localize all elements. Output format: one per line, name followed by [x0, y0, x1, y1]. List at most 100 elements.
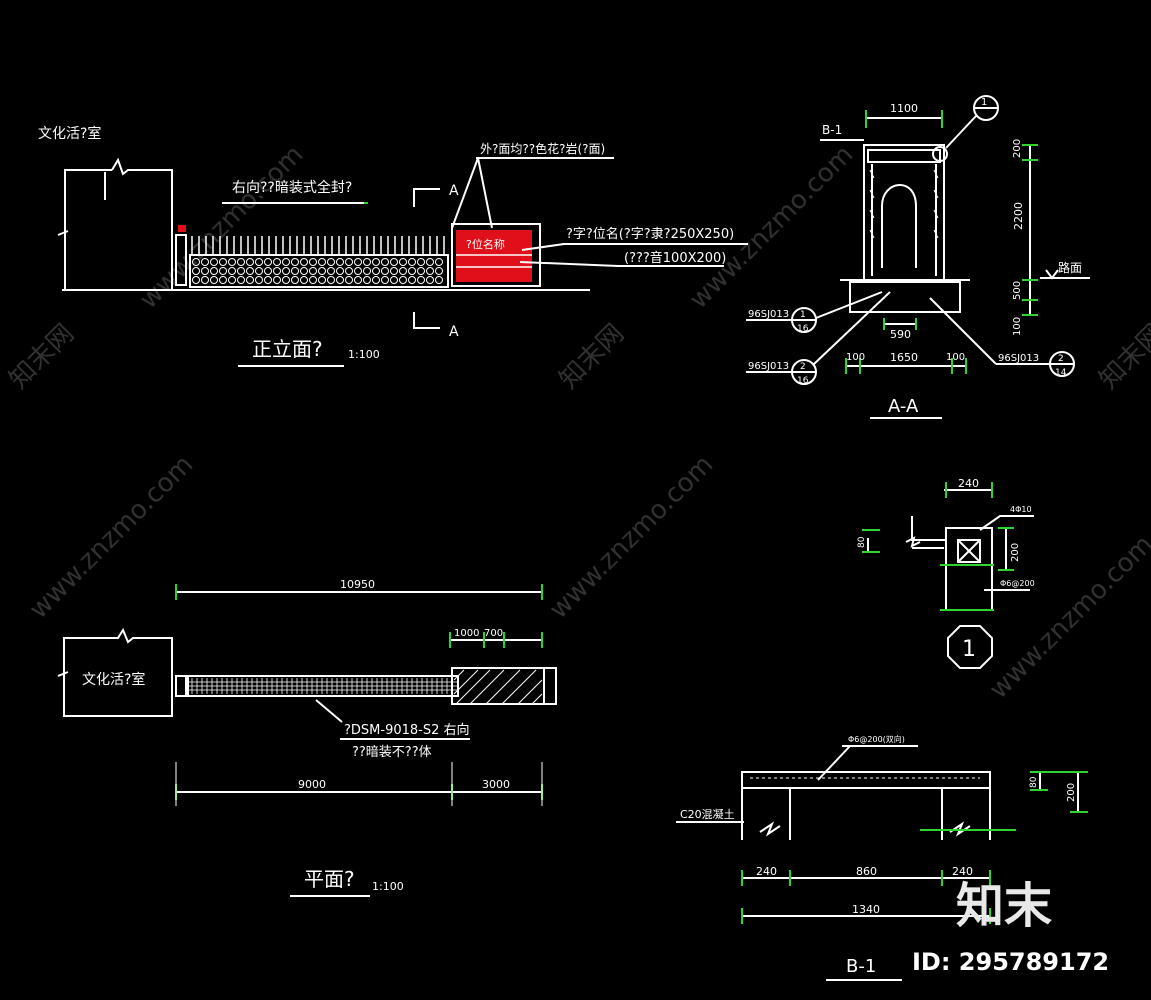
railing-ring — [354, 267, 362, 275]
section-aa: 1100 B-1 1 200 2200 500 100 路面 590 100 1 — [746, 95, 1090, 419]
railing-ring — [201, 276, 209, 284]
aa-dim-right-ticks — [1022, 144, 1038, 316]
aa-dim-1650: 1650 — [890, 351, 918, 364]
railing-ring — [273, 267, 281, 275]
railing-ring — [408, 258, 416, 266]
plan-view: 10950 1000 700 文化活?室 ?DSM-9018-S2 右向 ??暗… — [57, 578, 557, 897]
railing-ring — [318, 276, 326, 284]
aa-callout-2-leader — [813, 291, 891, 365]
railing-ring — [417, 258, 425, 266]
railing-ring — [255, 276, 263, 284]
railing-ring — [327, 267, 335, 275]
railing-ring — [210, 267, 218, 275]
aa-dim-bottom-ticks — [845, 318, 967, 374]
watermark-site-cn-1: 知末网 — [4, 319, 80, 395]
elev-sign-box-text: ?位名称 — [466, 237, 505, 251]
b1-dim-240-left: 240 — [756, 865, 777, 878]
railing-ring — [300, 276, 308, 284]
plan-title: 平面? — [304, 867, 355, 891]
railing-ring — [264, 267, 272, 275]
plan-dim-total: 10950 — [340, 578, 375, 591]
plan-dim-extension — [175, 762, 543, 806]
railing-ring — [408, 276, 416, 284]
railing-ring — [336, 276, 344, 284]
plan-note-2: ??暗装不??体 — [352, 745, 432, 760]
railing-ring — [219, 276, 227, 284]
b1-dim-right-ticks — [1030, 771, 1088, 813]
railing-ring — [390, 258, 398, 266]
watermark-site-cn-2: 知末网 — [554, 319, 630, 395]
aa-callout-tr-leader — [945, 115, 977, 149]
railing-ring — [300, 258, 308, 266]
aa-label-b1: B-1 — [822, 123, 842, 137]
watermark-brand: 知末 — [956, 878, 1052, 934]
elev-break-mark — [57, 230, 69, 236]
plan-dim-1000: 1000 — [454, 628, 479, 639]
railing-ring — [390, 267, 398, 275]
plan-dim-3000: 3000 — [482, 778, 510, 791]
railing-ring — [417, 276, 425, 284]
aa-dim-590: 590 — [890, 328, 911, 341]
railing-ring — [399, 276, 407, 284]
elev-railing-post — [175, 234, 187, 286]
railing-ring — [282, 258, 290, 266]
plan-note-1: ?DSM-9018-S2 右向 — [344, 722, 470, 738]
d1-break-mark — [905, 536, 921, 548]
b1-rebar-note: Φ6@200(双向) — [848, 734, 905, 744]
railing-ring — [291, 258, 299, 266]
railing-ring — [381, 258, 389, 266]
plan-break-mark — [57, 671, 69, 677]
railing-ring — [264, 258, 272, 266]
railing-ring — [192, 258, 200, 266]
railing-ring — [264, 276, 272, 284]
plan-dim-9000: 9000 — [298, 778, 326, 791]
railing-ring — [255, 267, 263, 275]
aa-ground-symbol — [1040, 269, 1090, 280]
elev-section-mark-top — [413, 188, 440, 207]
aa-dim-top: 1100 — [890, 102, 918, 115]
elev-building-label: 文化活?室 — [38, 125, 101, 142]
aa-callout-2-top: 2 — [800, 362, 806, 372]
aa-callout-3-top: 2 — [1058, 354, 1064, 364]
b1-rebar-leader — [817, 745, 851, 781]
railing-ring — [300, 267, 308, 275]
aa-foundation — [849, 281, 961, 313]
railing-ring — [273, 258, 281, 266]
elev-sign-note-2: (???音100X200) — [624, 250, 726, 266]
elev-railing-body — [189, 254, 449, 288]
railing-ring — [363, 276, 371, 284]
b1-concrete-note: C20混凝土 — [680, 807, 735, 821]
d1-note-bottom: Φ6@200 — [1000, 579, 1035, 588]
watermark-site-1: www.znzmo.com — [134, 140, 309, 315]
aa-callout-3-leader — [929, 297, 997, 365]
aa-ref-left-1: 96SJ013 — [748, 309, 789, 320]
railing-ring — [372, 276, 380, 284]
plan-railing-end — [175, 675, 187, 697]
aa-ground-label: 路面 — [1058, 260, 1082, 275]
railing-ring — [192, 267, 200, 275]
plan-dim-700: 700 — [484, 628, 503, 639]
elev-railing-pickets — [191, 236, 445, 256]
railing-ring — [372, 267, 380, 275]
aa-pillar-cap — [867, 149, 941, 163]
aa-callout-1-top: 1 — [800, 310, 806, 320]
elev-scale: 1:100 — [348, 348, 380, 361]
aa-pillar-outline — [863, 144, 945, 281]
elev-railing-rings — [192, 258, 443, 284]
railing-ring — [219, 267, 227, 275]
plan-pillar-edge — [543, 667, 557, 705]
aa-ref-right: 96SJ013 — [998, 353, 1039, 364]
railing-ring — [237, 276, 245, 284]
railing-ring — [354, 276, 362, 284]
elev-railing-note: 右向??暗装式全封? — [232, 179, 352, 196]
railing-ring — [426, 267, 434, 275]
elev-sign-note-1: ?字?位名(?字?隶?250X250) — [566, 226, 734, 242]
railing-ring — [345, 276, 353, 284]
b1-dim-860: 860 — [856, 865, 877, 878]
railing-ring — [255, 258, 263, 266]
b1-supports — [741, 788, 991, 840]
plan-pillar — [451, 667, 545, 705]
aa-pillar-hatch — [869, 169, 939, 239]
aa-dim-100-left: 100 — [846, 352, 865, 363]
